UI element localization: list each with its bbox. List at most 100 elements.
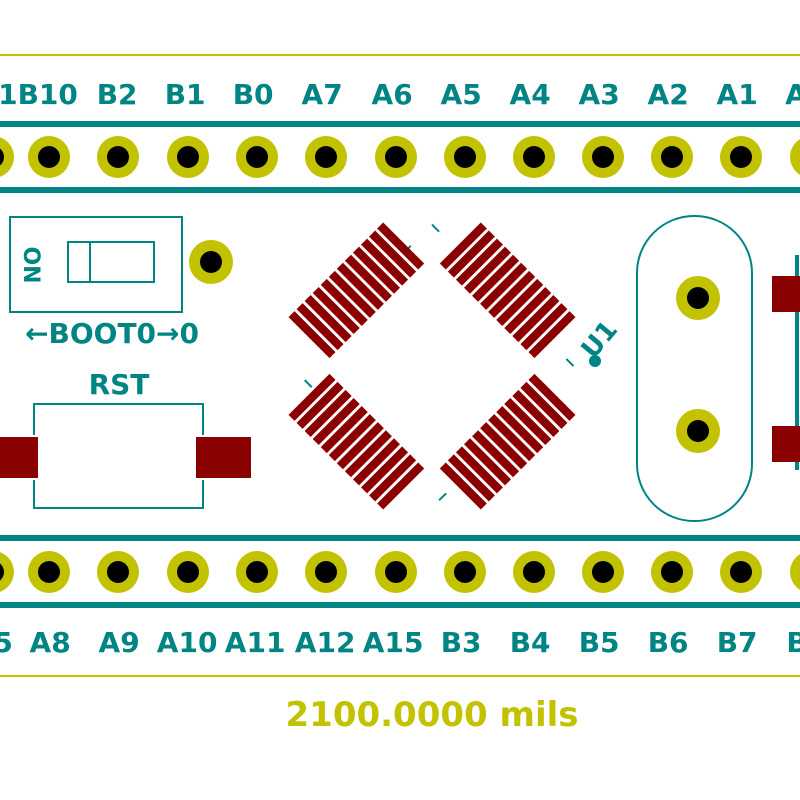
top-pad-drill-4	[246, 146, 268, 168]
top-pin-label-6: A5	[441, 78, 482, 111]
mcu-footprint	[288, 222, 576, 510]
mcu-pin-44	[369, 454, 417, 502]
edge-pad-upper	[772, 276, 800, 312]
mcu-pin-17	[344, 254, 392, 302]
mcu-pin-32	[344, 430, 392, 478]
top-pin-label-2: B1	[165, 78, 206, 111]
bottom-pin-label-12: B	[786, 626, 800, 659]
mcu-pin-13	[352, 246, 401, 294]
bottom-pin-label-0: 5	[0, 626, 13, 659]
mcu-pin-46	[439, 462, 487, 510]
bottom-pin-header: 5 A8 A9 A10 A11 A12 A15 B3 B4 B5 B6 B7 B	[0, 535, 800, 659]
mcu-pin-26	[480, 422, 528, 470]
bottom-pad-row	[0, 551, 800, 593]
reset-outline-bottom	[33, 480, 204, 509]
mcu-pin-group	[288, 222, 576, 510]
mcu-pin-42	[447, 454, 495, 502]
reset-pad-left	[0, 437, 38, 478]
bottom-pad-drill-1	[38, 561, 60, 583]
mcu-pin-20	[320, 406, 368, 454]
mcu-pin-45	[288, 311, 336, 359]
bottom-pin-label-4: A11	[225, 626, 286, 659]
mcu-pin-6	[520, 381, 568, 429]
bottom-pin-label-row: 5 A8 A9 A10 A11 A12 A15 B3 B4 B5 B6 B7 B	[0, 626, 800, 659]
top-pin-label-1: B2	[97, 78, 138, 111]
mcu-pin-37	[304, 295, 352, 343]
bottom-pin-label-7: B3	[441, 626, 482, 659]
top-pin-label-4: A7	[302, 78, 343, 111]
mcu-pin-14	[504, 397, 552, 446]
mcu-pin-34	[463, 438, 512, 486]
mcu-pin-35	[504, 286, 552, 335]
bottom-pad-drill-7	[454, 561, 476, 583]
boot0-switch-body	[67, 241, 155, 283]
bottom-pin-label-11: B7	[717, 626, 758, 659]
top-pad-drill-2	[107, 146, 129, 168]
mcu-pin-9	[361, 238, 409, 286]
edge-component	[772, 255, 800, 470]
mcu-pin-16	[312, 397, 360, 446]
bottom-pad-ring-0	[0, 552, 14, 592]
top-pad-drill-9	[592, 146, 614, 168]
top-pin-label-5: A6	[372, 78, 413, 111]
edge-pad-lower	[772, 426, 800, 462]
boot0-on-text: ON	[18, 246, 43, 283]
bottom-pin-label-10: B6	[648, 626, 689, 659]
mcu-pin-30	[472, 430, 520, 478]
top-pad-drill-8	[523, 146, 545, 168]
mcu-pin-25	[328, 270, 376, 318]
bottom-pin-label-9: B5	[579, 626, 620, 659]
top-pin-label-0: 1B10	[0, 78, 78, 111]
top-pin-label: 1B10	[0, 78, 78, 111]
mcu-pin-7	[447, 230, 495, 278]
crystal-outline	[636, 215, 753, 522]
mcu-pin-2	[528, 373, 576, 421]
bottom-pin-label-5: A12	[295, 626, 356, 659]
mcu-pin-29	[320, 278, 368, 326]
bottom-pin-label-3: A10	[157, 626, 218, 659]
bottom-pad-drill-4	[246, 561, 268, 583]
mcu-pin-41	[296, 303, 344, 351]
bottom-pad-drill-11	[730, 561, 752, 583]
mcu-pin-4	[288, 373, 336, 421]
mcu-pin-43	[520, 303, 568, 351]
crystal	[636, 215, 753, 522]
mcu-u1: U1	[288, 222, 624, 510]
mcu-pin-28	[336, 422, 384, 470]
bottom-pad-drill-6	[385, 561, 407, 583]
top-pad-drill-11	[730, 146, 752, 168]
mcu-pin-23	[480, 262, 528, 310]
mcu-pin-31	[496, 278, 544, 326]
mcu-pin-15	[463, 246, 512, 294]
mcu-pin-18	[496, 406, 544, 454]
top-pad-row	[0, 136, 800, 178]
mcu-pin-11	[455, 238, 503, 286]
reset-label: RST	[89, 368, 150, 401]
mcu-pin-8	[296, 381, 344, 429]
top-pad-drill-10	[661, 146, 683, 168]
mcu-courtyard	[289, 223, 575, 509]
reset-outline-top	[33, 403, 204, 435]
bottom-pin-label-8: B4	[510, 626, 551, 659]
bottom-pin-label-1: A8	[30, 626, 71, 659]
mcu-pin-38	[455, 446, 503, 494]
top-pin-label-7: A4	[510, 78, 551, 111]
mcu-pin-19	[472, 254, 520, 302]
top-pad-drill-0	[0, 148, 4, 166]
top-pin-label-9: A2	[648, 78, 689, 111]
bottom-pad-drill-8	[523, 561, 545, 583]
mcu-pin-40	[361, 446, 409, 494]
top-pad-ring-0	[0, 137, 14, 177]
top-pin-header: 1B10 B2 B1 B0 A7 A6 A5 A4 A3 A2 A1 A	[0, 78, 800, 193]
top-pad-drill-7	[454, 146, 476, 168]
boot0-switch-outline	[9, 216, 183, 313]
mcu-pin-33	[312, 286, 360, 335]
bottom-pad-drill-2	[107, 561, 129, 583]
mcu-pin-24	[328, 414, 376, 462]
reset-button: RST	[0, 368, 251, 509]
mcu-pin-3	[439, 222, 487, 270]
mcu-pin-22	[488, 414, 536, 462]
mcu-pin-36	[352, 438, 401, 486]
mcu-pin-48	[377, 462, 425, 510]
